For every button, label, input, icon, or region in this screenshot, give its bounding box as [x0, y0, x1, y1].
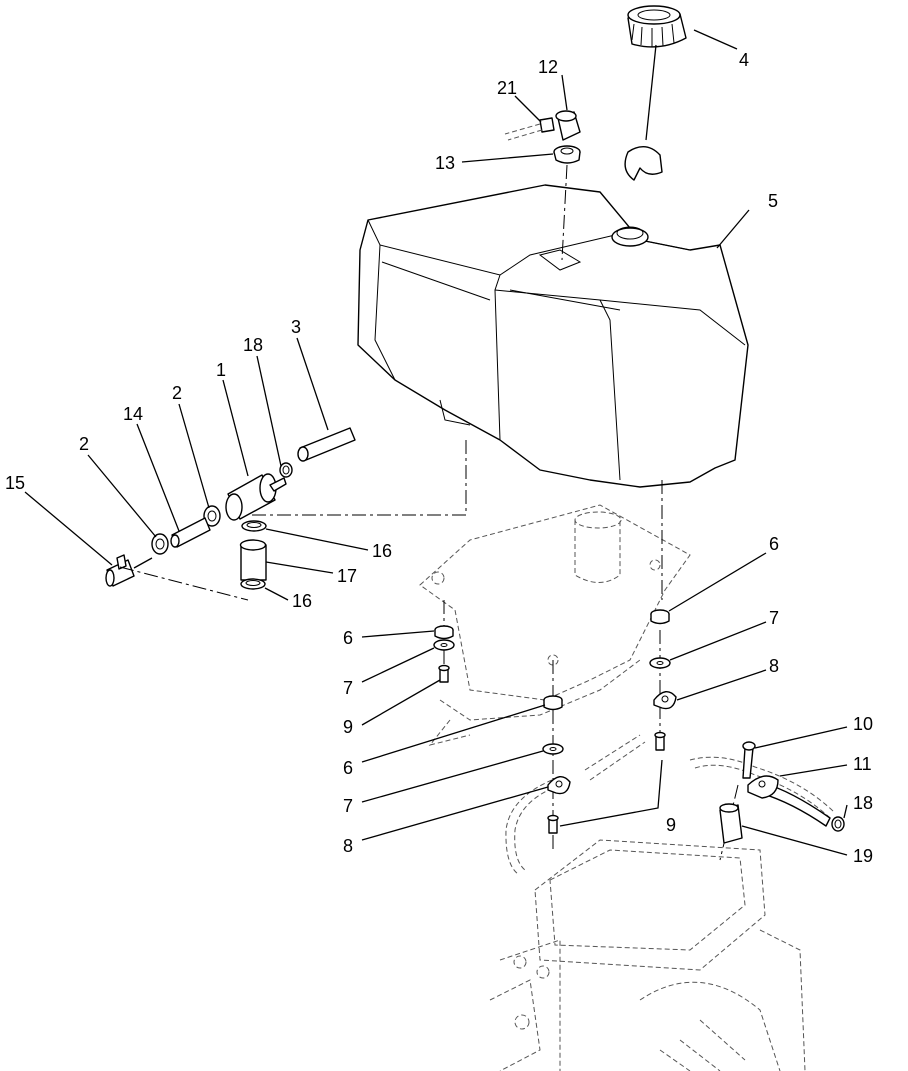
spacer-19 [719, 803, 743, 844]
callout-10: 10 [853, 714, 873, 734]
callout-6-center: 6 [343, 758, 353, 778]
callout-14: 14 [123, 404, 143, 424]
callout-labels: 4 5 12 21 13 3 18 1 2 14 2 15 16 17 16 6… [5, 50, 873, 866]
hose-clamp-16-upper [241, 520, 267, 532]
callout-16-upper: 16 [372, 541, 392, 561]
p-clamp-8-center [547, 776, 571, 795]
cap-tether [624, 44, 663, 181]
callout-16-lower: 16 [292, 591, 312, 611]
rubber-mount-6-center [543, 695, 563, 711]
callout-9-left: 9 [343, 717, 353, 737]
vent-fitting [555, 110, 581, 141]
bolt-9-right [654, 731, 666, 751]
callout-6-right: 6 [769, 534, 779, 554]
bolt-9-center [547, 814, 559, 834]
callout-21: 21 [497, 78, 517, 98]
fuel-hose [297, 427, 356, 462]
bolt-9-left [438, 664, 450, 683]
callout-7-right: 7 [769, 608, 779, 628]
p-clamp-8-right [653, 691, 677, 710]
rubber-mount-6-right [650, 609, 670, 625]
callout-2-mid: 2 [172, 383, 182, 403]
short-hose-14 [170, 517, 211, 548]
mounting-plate [419, 504, 691, 746]
callout-12: 12 [538, 57, 558, 77]
callout-18-right: 18 [853, 793, 873, 813]
bolt-10 [742, 741, 756, 779]
rubber-mount-6-left [434, 625, 454, 640]
callout-1: 1 [216, 360, 226, 380]
hose-clamp-2-mid [203, 505, 221, 527]
hose-17 [239, 539, 267, 581]
callout-6-left: 6 [343, 628, 353, 648]
hose-clamp-2-left [151, 533, 169, 555]
hose-clamp-18-left [279, 462, 293, 478]
fuel-filter [225, 473, 287, 521]
p-clamp-11 [747, 775, 779, 799]
callout-13: 13 [435, 153, 455, 173]
callout-17: 17 [337, 566, 357, 586]
washer-7-center [542, 743, 564, 755]
callout-18-left: 18 [243, 335, 263, 355]
fuel-cap [627, 5, 687, 48]
tee-fitting [105, 554, 153, 587]
fuel-tank [357, 184, 749, 488]
callout-3: 3 [291, 317, 301, 337]
fuel-line-to-engine [505, 734, 835, 875]
callout-7-left: 7 [343, 678, 353, 698]
hose-clamp-16-lower [240, 578, 266, 590]
callout-8-right: 8 [769, 656, 779, 676]
callout-15: 15 [5, 473, 25, 493]
callout-2-left: 2 [79, 434, 89, 454]
callout-5: 5 [768, 191, 778, 211]
callout-11: 11 [853, 754, 872, 774]
engine-outline [489, 839, 806, 1071]
washer-7-right [649, 657, 671, 669]
callout-19: 19 [853, 846, 873, 866]
callout-9-right: 9 [666, 815, 676, 835]
washer-7-left [433, 639, 455, 651]
leader-lines [24, 29, 848, 856]
hose-clamp-18-right [831, 816, 845, 832]
callout-4: 4 [739, 50, 749, 70]
grommet [553, 145, 581, 164]
callout-8-center: 8 [343, 836, 353, 856]
callout-7-center: 7 [343, 796, 353, 816]
vent-tube-end [504, 117, 555, 141]
